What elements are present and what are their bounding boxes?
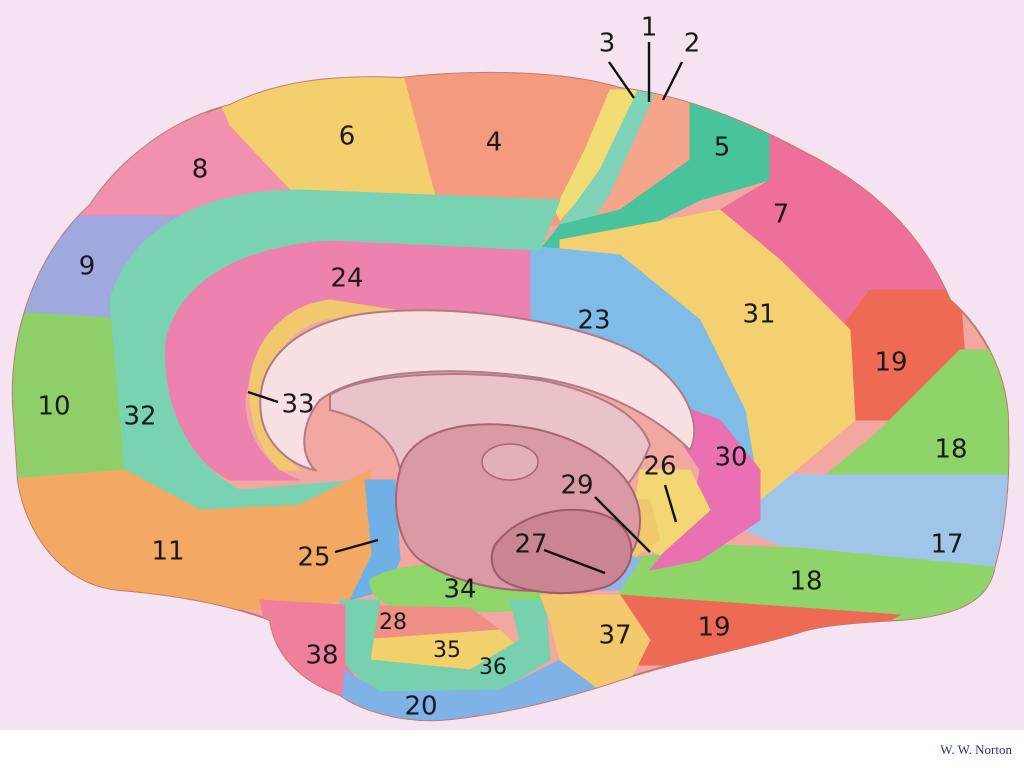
label-37: 37 — [598, 621, 631, 651]
label-8: 8 — [192, 155, 209, 185]
label-10: 10 — [37, 392, 70, 422]
label-35: 35 — [433, 638, 461, 663]
label-38: 38 — [305, 641, 338, 671]
label-36: 36 — [479, 655, 507, 680]
label-9: 9 — [79, 252, 96, 282]
label-19-upper: 19 — [874, 348, 907, 378]
label-11: 11 — [151, 537, 184, 567]
label-34: 34 — [443, 575, 476, 605]
label-20: 20 — [404, 692, 437, 722]
label-27: 27 — [514, 530, 547, 560]
label-17: 17 — [930, 530, 963, 560]
label-25: 25 — [297, 543, 330, 573]
label-19-lower: 19 — [697, 613, 730, 643]
interthalamic-adhesion — [481, 443, 539, 481]
label-33: 33 — [281, 390, 314, 420]
leader-lines — [247, 42, 684, 575]
label-29: 29 — [560, 471, 593, 501]
label-4: 4 — [486, 128, 503, 158]
publisher-credit: W. W. Norton — [940, 742, 1012, 757]
label-28: 28 — [379, 610, 407, 635]
brodmann-regions — [12, 72, 1009, 721]
label-1: 1 — [641, 13, 658, 43]
label-30: 30 — [714, 443, 747, 473]
brain-diagram: 1 2 3 4 5 6 7 8 9 10 11 17 18 18 19 19 2… — [0, 0, 1024, 730]
label-26: 26 — [643, 452, 676, 482]
midbrain-section — [490, 508, 633, 594]
label-18-upper: 18 — [934, 435, 967, 465]
label-18-lower: 18 — [789, 567, 822, 597]
label-5: 5 — [714, 133, 731, 163]
label-23: 23 — [577, 306, 610, 336]
label-2: 2 — [684, 29, 701, 59]
region-labels: 1 2 3 4 5 6 7 8 9 10 11 17 18 18 19 19 2… — [37, 13, 967, 722]
label-32: 32 — [123, 402, 156, 432]
label-3: 3 — [599, 29, 616, 59]
label-24: 24 — [330, 264, 363, 294]
label-6: 6 — [339, 122, 356, 152]
label-7: 7 — [773, 200, 790, 230]
label-31: 31 — [742, 300, 775, 330]
brain-medial-view-svg: 1 2 3 4 5 6 7 8 9 10 11 17 18 18 19 19 2… — [11, 13, 1010, 722]
corpus-callosum — [259, 309, 696, 472]
